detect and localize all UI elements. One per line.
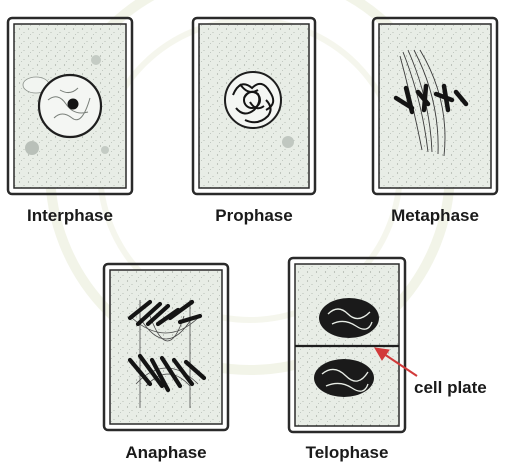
anaphase-cell xyxy=(104,264,228,430)
stage-label-telophase: Telophase xyxy=(285,443,409,463)
daughter-nucleus-upper xyxy=(319,298,379,338)
cytoplasm-granule xyxy=(91,55,101,65)
cell-inner-wall xyxy=(110,270,222,424)
prophase-cell xyxy=(193,18,315,194)
nucleolus xyxy=(68,99,79,110)
stage-label-prophase: Prophase xyxy=(193,206,315,226)
stage-label-interphase: Interphase xyxy=(8,206,132,226)
cytoplasm-granule xyxy=(101,146,109,154)
metaphase-cell xyxy=(373,18,497,194)
cell-plate-label: cell plate xyxy=(414,378,487,398)
interphase-cell xyxy=(8,18,132,194)
stage-label-metaphase: Metaphase xyxy=(373,206,497,226)
telophase-cell xyxy=(289,258,405,432)
cell-inner-wall xyxy=(379,24,491,188)
stage-label-anaphase: Anaphase xyxy=(104,443,228,463)
cytoplasm-granule xyxy=(25,141,39,155)
cytoplasm-granule xyxy=(282,136,294,148)
daughter-nucleus-lower xyxy=(314,359,374,397)
